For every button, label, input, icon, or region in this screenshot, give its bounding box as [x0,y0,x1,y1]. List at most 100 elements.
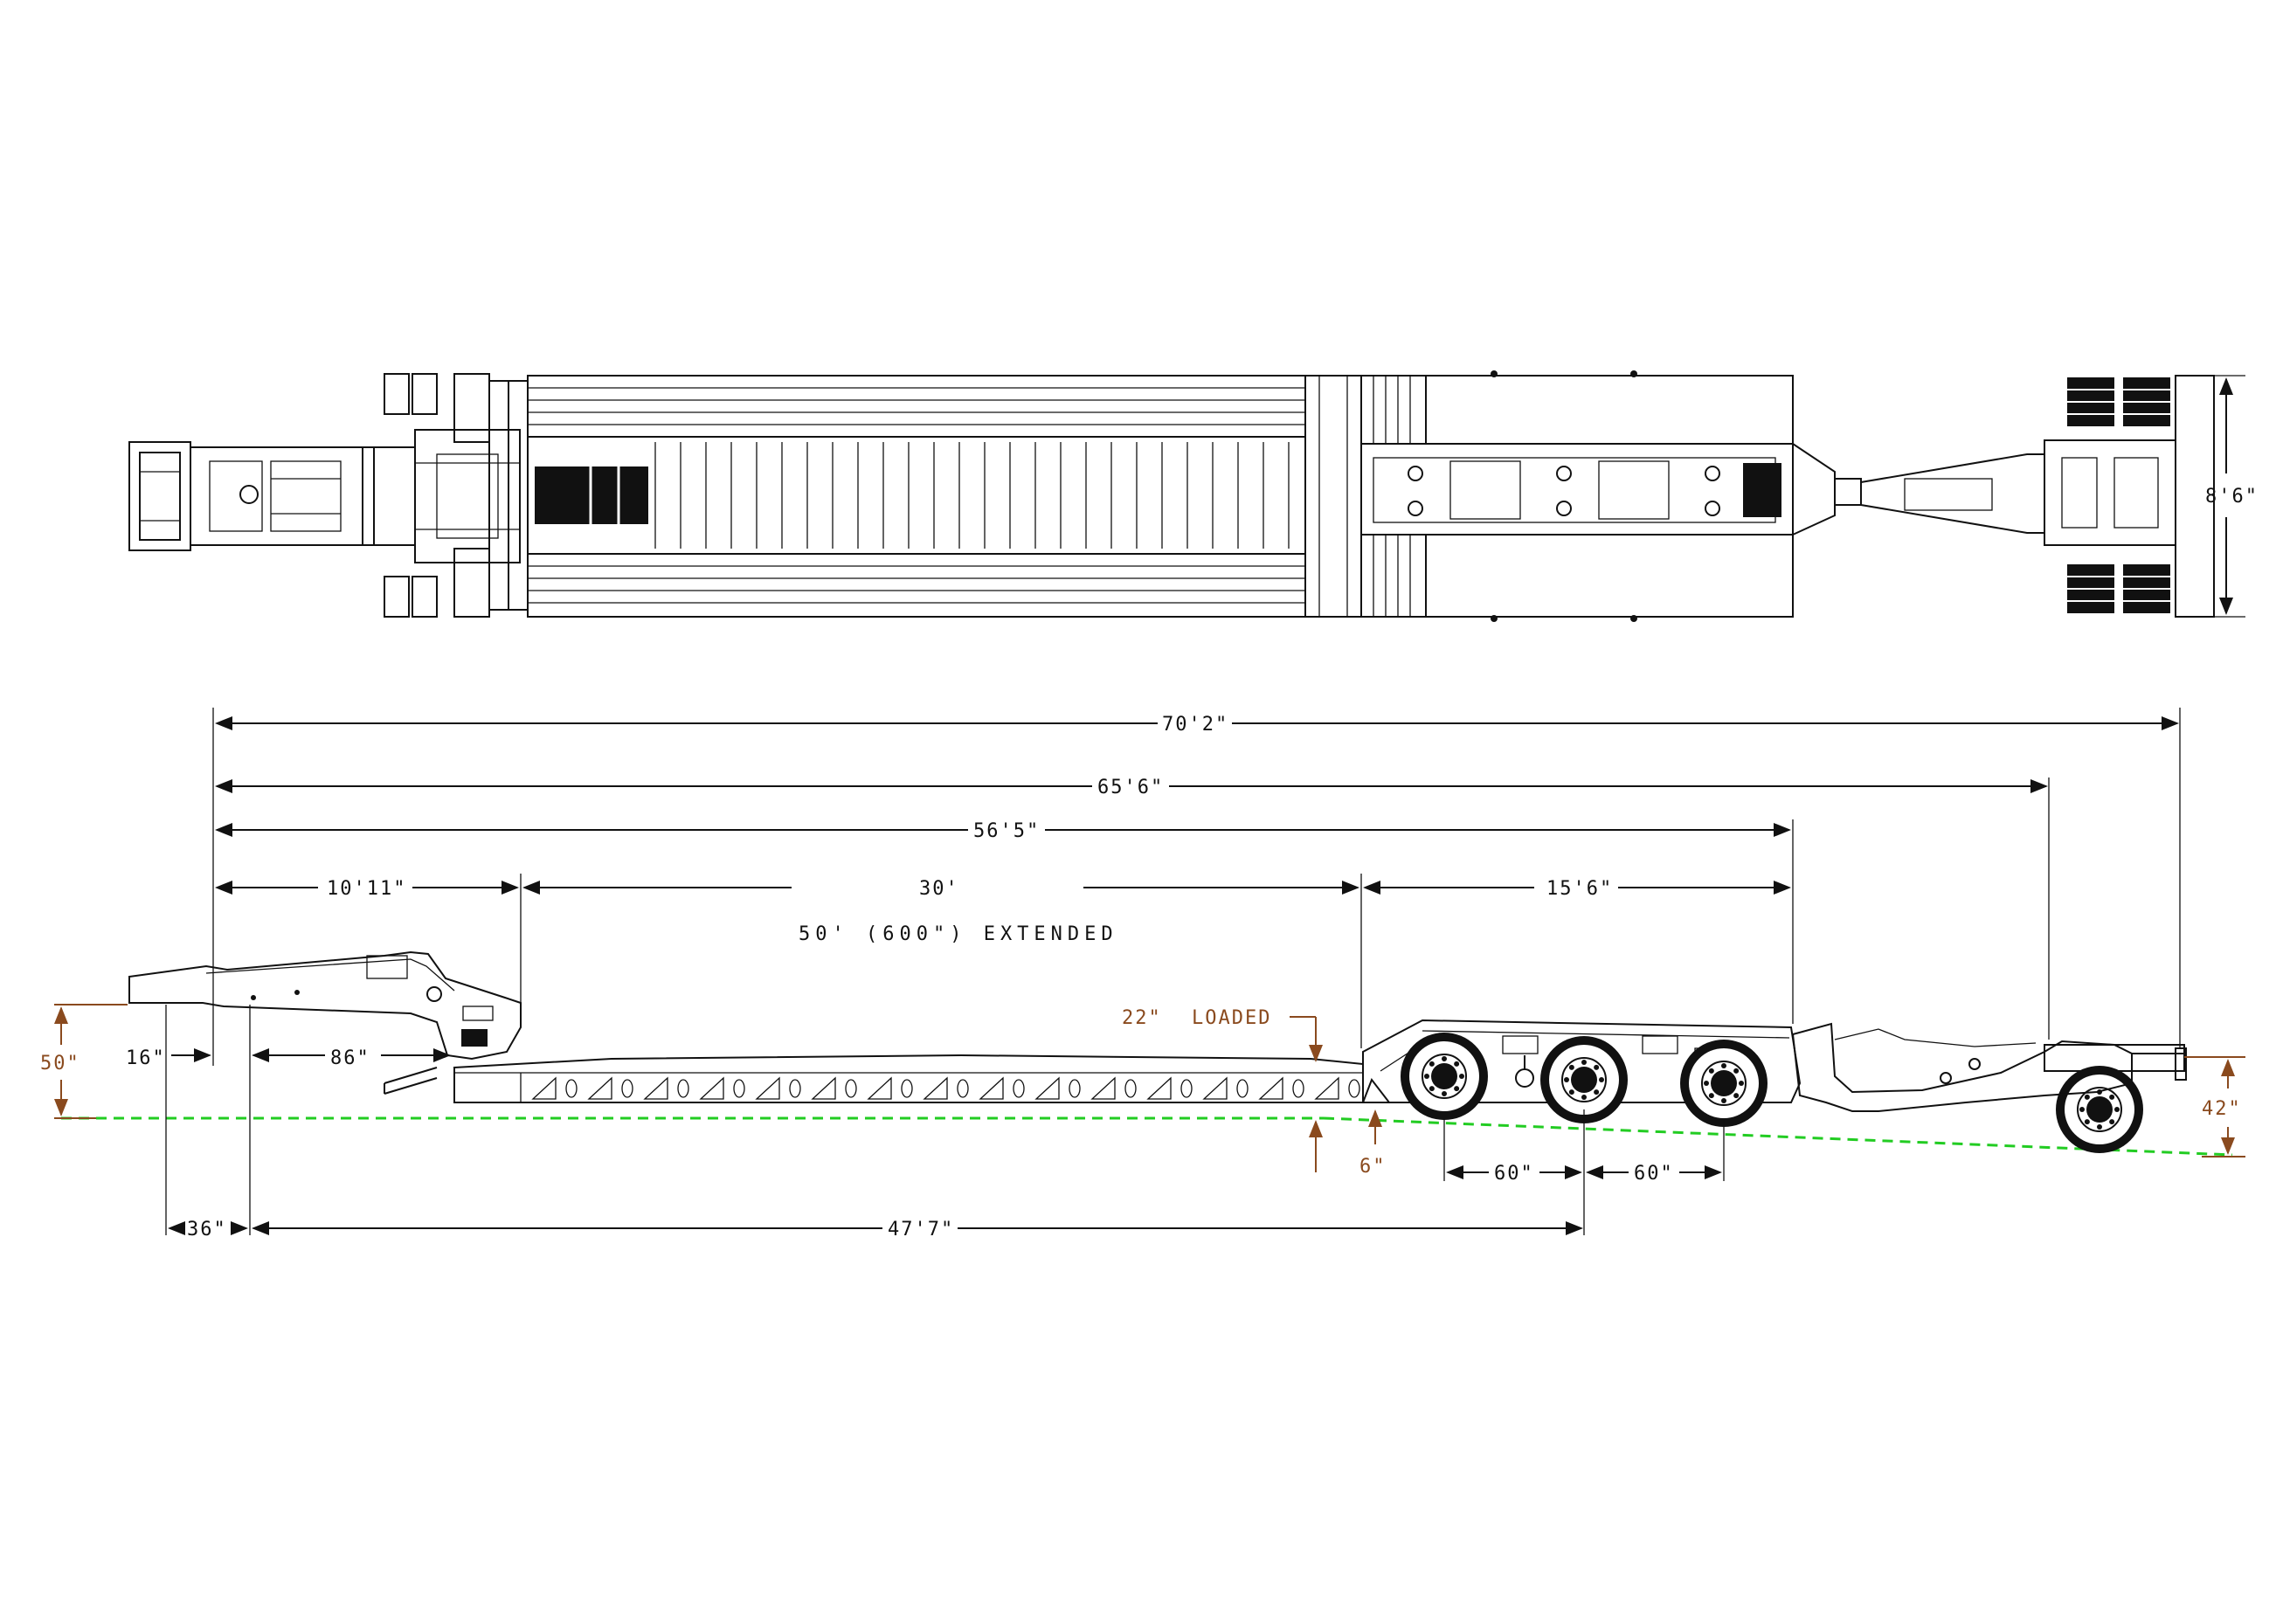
deck-lightening-hole [1124,1079,1137,1098]
wheel-lug [1568,1089,1574,1095]
deck-gusset [1314,1076,1339,1100]
wheel-lug [1708,1068,1714,1074]
kingpin-to-axle-label: 47'7" [888,1219,954,1240]
wheel-hub [2086,1096,2113,1123]
side-view-gooseneck [128,950,522,1095]
extension-lines [165,708,2181,1235]
side-view-axle-section [1361,1019,1802,1103]
top-view-deck [527,375,1306,618]
wheel-lug [1424,1074,1429,1079]
gooseneck-length-dimension: 10'11" [215,878,519,900]
rear-height-label: 42" [2202,1098,2242,1120]
deck-lightening-hole [677,1079,689,1098]
deck-gusset [587,1076,612,1100]
wheel-hub-ring [1422,1054,1467,1099]
deck-lightening-hole [845,1079,857,1098]
deck-side-gussets [531,1076,1360,1100]
side-view-deck [453,1054,1364,1103]
deck-gusset [643,1076,668,1100]
ground-clearance-dimension: 6" [1359,1109,1385,1178]
wheel-lug [1599,1077,1604,1082]
loaded-label: LOADED [1192,1007,1271,1029]
gooseneck-length-label: 10'11" [327,878,406,900]
deck-gusset [867,1076,892,1100]
wheel-lug [1581,1095,1587,1100]
wheel-lug [1459,1074,1464,1079]
wheel-lug [1594,1064,1600,1070]
top-view-front-tires [384,373,529,618]
axle-spacing-2-label: 60" [1634,1163,1674,1185]
width-dimension: 8'6" [2184,375,2259,618]
wheel-lug [1454,1086,1460,1092]
deck-gusset [1146,1076,1172,1100]
deck-lightening-hole [621,1079,633,1098]
length-to-axles-dimension: 56'5" [215,820,1791,842]
deck-cross-members [654,442,1290,549]
deck-height-dimension: 22" LOADED [1122,1007,1323,1172]
rear-height-dimension: 42" [2184,1056,2245,1158]
wheel-lug [2114,1107,2120,1112]
wheel-lug [1704,1081,1709,1086]
deck-gusset [923,1076,948,1100]
wheel-lug [1581,1060,1587,1065]
overall-width-label: 8'6" [2205,486,2259,508]
kingpin-setting-label: 86" [330,1047,370,1069]
wheel-hub-ring [1561,1057,1607,1102]
deck-lightening-hole [565,1079,578,1098]
wheel-lug [1564,1077,1569,1082]
deck-lightening-hole [1292,1079,1304,1098]
length-to-axles-label: 56'5" [973,820,1040,842]
rear-section-length-label: 15'6" [1546,878,1613,900]
wheel-lug [1733,1068,1740,1074]
axle-spacing-1-label: 60" [1494,1163,1534,1185]
deck-lightening-hole [733,1079,745,1098]
wheel-hub [1571,1067,1597,1093]
wheel-lug [2079,1107,2085,1112]
wheel-lug [1454,1061,1460,1067]
length-to-rear-wheel-dimension: 65'6" [215,777,2048,798]
wheel-lug [1733,1093,1740,1099]
side-view: 70'2" 65'6" 56'5" 10'11" 30' 50' (600") … [40,708,2245,1240]
deck-lightening-hole [1180,1079,1193,1098]
deck-gusset [699,1076,724,1100]
wheel-lug [1721,1098,1726,1103]
deck-lightening-hole [901,1079,913,1098]
deck-lightening-hole [789,1079,801,1098]
deck-lightening-hole [1236,1079,1249,1098]
wheel-lug [2109,1119,2115,1125]
side-view-wheels [1401,1033,2143,1153]
top-view-gooseneck [128,429,521,563]
gooseneck-height-label: 50" [40,1053,80,1075]
front-overhang-label: 36" [187,1219,227,1240]
top-view-rear-dolly [1792,375,2215,618]
wheel-lug [1442,1091,1447,1096]
deck-lightening-hole [1348,1079,1360,1098]
deck-gusset [811,1076,836,1100]
gooseneck-height-dimension: 50" [40,1004,128,1119]
wheel-lug [2084,1119,2090,1125]
wheel-lug [1568,1064,1574,1070]
wheel-lug [2097,1124,2102,1130]
rear-section-length-dimension: 15'6" [1363,878,1791,900]
wheel-lug [2109,1094,2115,1100]
deck-gusset [1034,1076,1060,1100]
deck-length-label: 30' [919,878,959,900]
deck-lightening-hole [957,1079,969,1098]
wheel-hub [1431,1063,1457,1089]
extended-note: 50' (600") EXTENDED [799,923,1118,945]
wheel-lug [1429,1061,1435,1067]
deck-length-dimension: 30' 50' (600") EXTENDED [522,878,1359,945]
wheel-hub [1711,1070,1737,1096]
deck-height-label: 22" [1122,1007,1162,1029]
deck-gusset [755,1076,780,1100]
deck-gusset [531,1076,557,1100]
deck-lightening-hole [1013,1079,1025,1098]
wheel-lug [1429,1086,1435,1092]
overhang-dimensions: 36" 47'7" [168,1219,1583,1240]
kingpin-dimensions: 16" 86" [126,1047,451,1069]
deck-lightening-hole [1069,1079,1081,1098]
wheel-lug [1708,1093,1714,1099]
wheel-hub-ring [2077,1087,2122,1132]
wheel-lug [1721,1063,1726,1068]
wheel-lug [2084,1094,2090,1100]
